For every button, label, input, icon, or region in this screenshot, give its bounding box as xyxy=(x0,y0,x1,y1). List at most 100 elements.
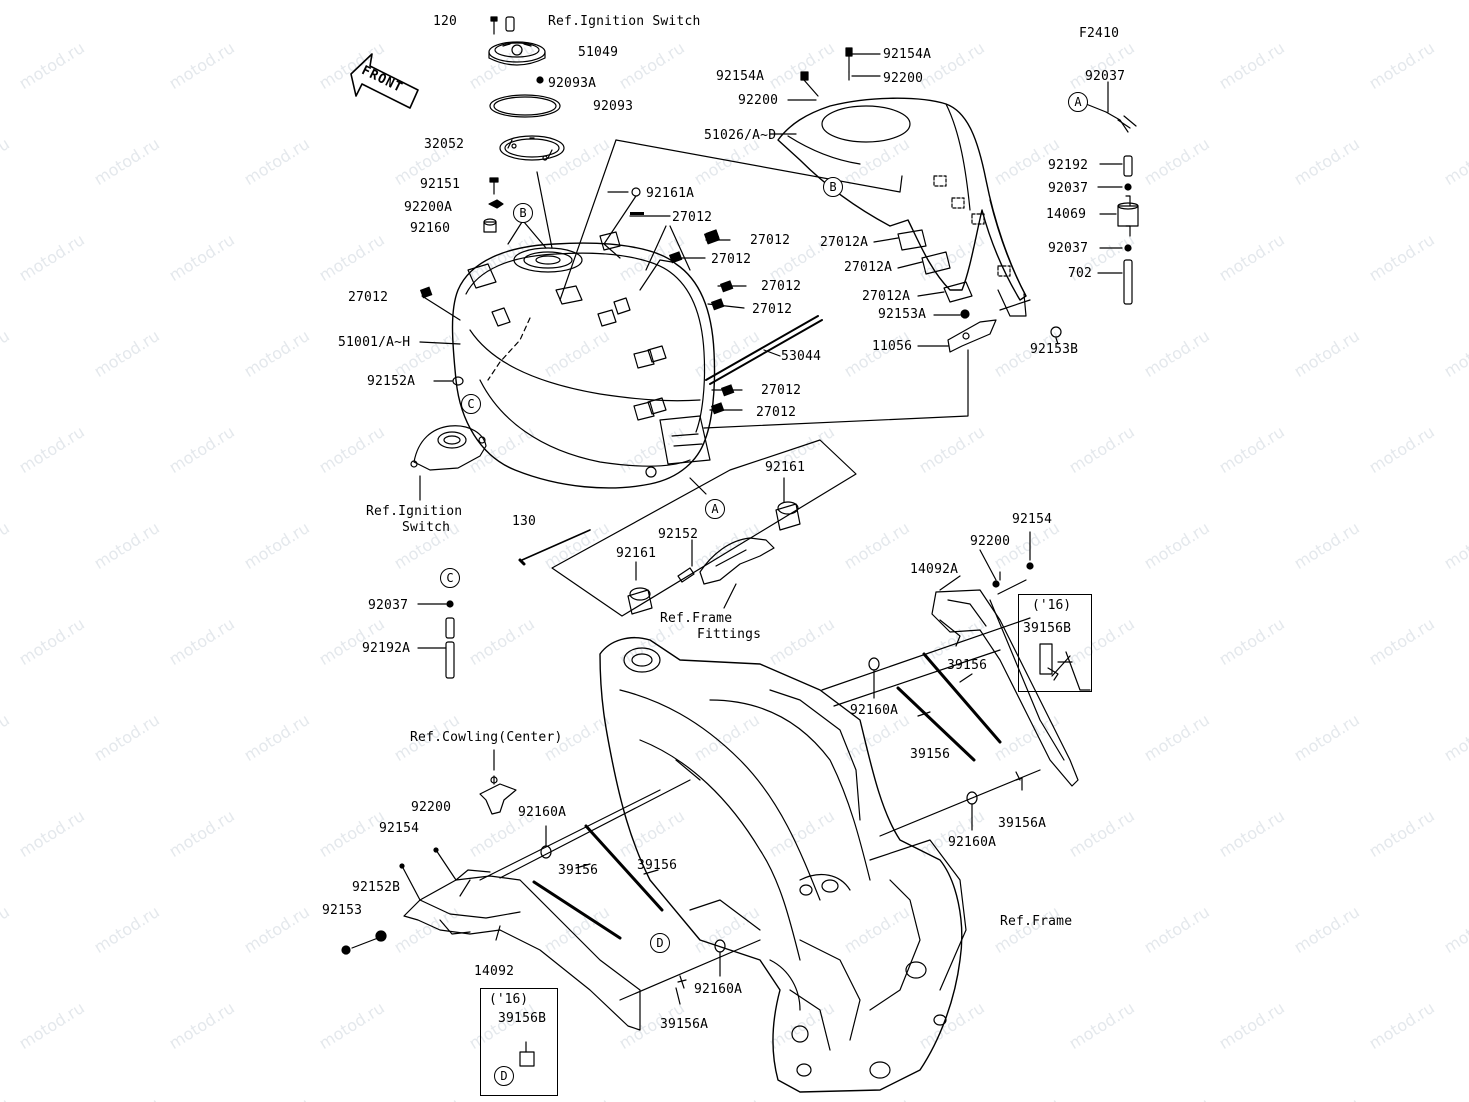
front-arrow-icon xyxy=(350,53,419,109)
label-92093[interactable]: 92093 xyxy=(593,99,634,114)
label-92154A-a[interactable]: 92154A xyxy=(883,47,932,62)
label-27012-d[interactable]: 27012 xyxy=(348,290,389,305)
cover-fasteners xyxy=(769,47,1062,353)
label-92153[interactable]: 92153 xyxy=(322,903,363,918)
tank-front-fasteners xyxy=(483,177,504,233)
main-frame xyxy=(599,636,967,1093)
callout-a-tank: A xyxy=(705,499,725,519)
label-ref-frame[interactable]: Ref.Frame xyxy=(1000,914,1073,929)
label-27012A-b[interactable]: 27012A xyxy=(844,260,893,275)
label-27012-f[interactable]: 27012 xyxy=(752,302,793,317)
year-box-left xyxy=(480,988,558,1096)
label-92037-b[interactable]: 92037 xyxy=(1048,181,1089,196)
label-39156B-a[interactable]: 39156B xyxy=(1023,621,1072,636)
label-ref-ignition-switch-top[interactable]: Ref.Ignition Switch xyxy=(548,14,701,29)
label-92154A-b[interactable]: 92154A xyxy=(716,69,765,84)
label-ref-ignition-switch-1[interactable]: Ref.Ignition xyxy=(366,504,463,519)
label-92192[interactable]: 92192 xyxy=(1048,158,1089,173)
label-92152B[interactable]: 92152B xyxy=(352,880,401,895)
year-note-right: ('16) xyxy=(1032,598,1072,613)
label-14092A[interactable]: 14092A xyxy=(910,562,959,577)
callout-a-top-right: A xyxy=(1068,92,1088,112)
label-92160[interactable]: 92160 xyxy=(410,221,451,236)
tank-cover xyxy=(777,97,1031,317)
label-92160A-d[interactable]: 92160A xyxy=(948,835,997,850)
label-92161-a[interactable]: 92161 xyxy=(765,460,806,475)
label-27012-a[interactable]: 27012 xyxy=(672,210,713,225)
label-39156-a[interactable]: 39156 xyxy=(947,658,988,673)
label-92160A-c[interactable]: 92160A xyxy=(694,982,743,997)
label-39156-b[interactable]: 39156 xyxy=(910,747,951,762)
label-53044[interactable]: 53044 xyxy=(781,349,822,364)
label-92200-c[interactable]: 92200 xyxy=(970,534,1011,549)
callout-c-tank: C xyxy=(461,394,481,414)
label-92153A[interactable]: 92153A xyxy=(878,307,927,322)
label-39156A-b[interactable]: 39156A xyxy=(998,816,1047,831)
label-92160A-a[interactable]: 92160A xyxy=(850,703,899,718)
label-39156A-a[interactable]: 39156A xyxy=(660,1017,709,1032)
label-702[interactable]: 702 xyxy=(1068,266,1093,281)
label-120: 120 xyxy=(433,14,458,29)
label-39156B-b[interactable]: 39156B xyxy=(498,1011,547,1026)
label-27012-e[interactable]: 27012 xyxy=(761,279,802,294)
callout-b-cover: B xyxy=(823,177,843,197)
label-27012-c[interactable]: 27012 xyxy=(711,252,752,267)
tank-rear-mount xyxy=(518,439,857,617)
breather-hose-parts xyxy=(1085,81,1139,305)
label-14069[interactable]: 14069 xyxy=(1046,207,1087,222)
label-92161-b[interactable]: 92161 xyxy=(616,546,657,561)
label-92037-c[interactable]: 92037 xyxy=(1048,241,1089,256)
left-hose-parts xyxy=(417,600,455,679)
label-ref-ignition-switch-2[interactable]: Switch xyxy=(402,520,451,535)
label-27012A-c[interactable]: 27012A xyxy=(862,289,911,304)
label-51001[interactable]: 51001/A~H xyxy=(338,335,411,350)
year-box-right xyxy=(1018,594,1092,692)
label-27012-g[interactable]: 27012 xyxy=(761,383,802,398)
label-92093A[interactable]: 92093A xyxy=(548,76,597,91)
label-ref-frame-fittings-2[interactable]: Fittings xyxy=(697,627,762,642)
label-92154-a[interactable]: 92154 xyxy=(1012,512,1053,527)
label-92200-d[interactable]: 92200 xyxy=(411,800,452,815)
label-ref-frame-fittings-1[interactable]: Ref.Frame xyxy=(660,611,733,626)
label-ref-cowling-center[interactable]: Ref.Cowling(Center) xyxy=(410,730,563,745)
ignition-switch-ref xyxy=(410,376,487,501)
figure-code: F2410 xyxy=(1079,26,1120,41)
label-130[interactable]: 130 xyxy=(512,514,537,529)
callout-c-hose: C xyxy=(440,568,460,588)
label-92152[interactable]: 92152 xyxy=(658,527,699,542)
label-27012-b[interactable]: 27012 xyxy=(750,233,791,248)
year-note-left: ('16) xyxy=(489,992,529,1007)
label-51026[interactable]: 51026/A~D xyxy=(704,128,777,143)
label-92192A[interactable]: 92192A xyxy=(362,641,411,656)
left-side-cover xyxy=(341,749,761,1031)
callout-d-box: D xyxy=(494,1066,514,1086)
callout-d-cover: D xyxy=(650,933,670,953)
label-92151[interactable]: 92151 xyxy=(420,177,461,192)
label-92037-a[interactable]: 92037 xyxy=(1085,69,1126,84)
label-39156-d[interactable]: 39156 xyxy=(637,858,678,873)
strip-53044 xyxy=(705,315,823,385)
fuel-cap-assembly xyxy=(488,16,565,249)
label-92160A-b[interactable]: 92160A xyxy=(518,805,567,820)
label-92200-b[interactable]: 92200 xyxy=(738,93,779,108)
label-92037-d[interactable]: 92037 xyxy=(368,598,409,613)
year-note-boxes xyxy=(519,643,1073,1067)
label-39156-c[interactable]: 39156 xyxy=(558,863,599,878)
label-32052[interactable]: 32052 xyxy=(424,137,465,152)
label-51049[interactable]: 51049 xyxy=(578,45,619,60)
label-92200-a[interactable]: 92200 xyxy=(883,71,924,86)
label-14092[interactable]: 14092 xyxy=(474,964,515,979)
label-92153B[interactable]: 92153B xyxy=(1030,342,1079,357)
pads-27012 xyxy=(419,212,735,415)
label-92154-b[interactable]: 92154 xyxy=(379,821,420,836)
label-27012-h[interactable]: 27012 xyxy=(756,405,797,420)
right-side-cover xyxy=(821,531,1091,837)
label-27012A-a[interactable]: 27012A xyxy=(820,235,869,250)
label-11056[interactable]: 11056 xyxy=(872,339,913,354)
label-92152A[interactable]: 92152A xyxy=(367,374,416,389)
label-92200A[interactable]: 92200A xyxy=(404,200,453,215)
label-92161A[interactable]: 92161A xyxy=(646,186,695,201)
callout-b-tank: B xyxy=(513,203,533,223)
